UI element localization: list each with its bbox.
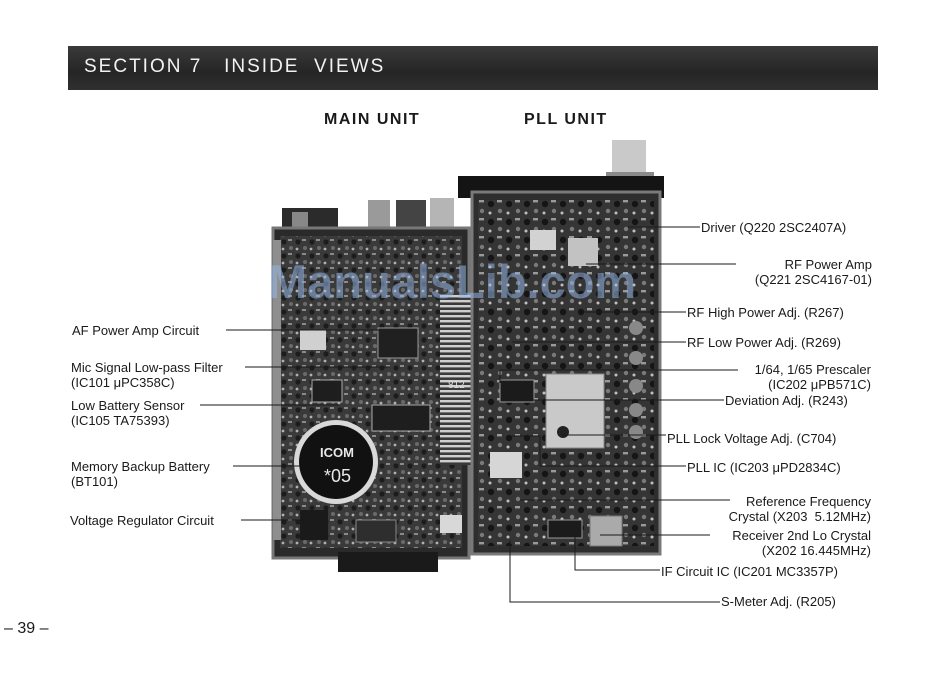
label-voltage-regulator: Voltage Regulator Circuit xyxy=(70,513,214,528)
board-mark-text: 812 xyxy=(448,380,465,391)
label-low-battery-sensor: Low Battery Sensor (IC105 TA75393) xyxy=(71,398,185,428)
section-header-bar xyxy=(68,46,878,90)
label-prescaler: 1/64, 1/65 Prescaler (IC202 μPB571C) xyxy=(754,362,871,392)
label-driver: Driver (Q220 2SC2407A) xyxy=(701,220,847,235)
label-if-circuit-ic: IF Circuit IC (IC201 MC3357P) xyxy=(661,564,838,579)
label-memory-backup-battery: Memory Backup Battery (BT101) xyxy=(71,459,210,489)
section-title: SECTION 7 INSIDE VIEWS xyxy=(84,56,386,77)
label-rf-high-power-adj: RF High Power Adj. (R267) xyxy=(687,305,844,320)
battery-code-text: *05 xyxy=(324,466,351,486)
label-reference-crystal: Reference Frequency Crystal (X203 5.12MH… xyxy=(728,494,871,524)
battery-brand-text: ICOM xyxy=(320,445,354,460)
label-rf-low-power-adj: RF Low Power Adj. (R269) xyxy=(687,335,841,350)
page-number: – 39 – xyxy=(4,620,49,637)
label-s-meter-adj: S-Meter Adj. (R205) xyxy=(721,594,836,609)
label-mic-filter: Mic Signal Low-pass Filter (IC101 μPC358… xyxy=(71,360,223,390)
label-rf-power-amp: RF Power Amp (Q221 2SC4167-01) xyxy=(754,257,872,287)
label-deviation-adj: Deviation Adj. (R243) xyxy=(725,393,848,408)
main-unit-title: MAIN UNIT xyxy=(324,111,421,128)
label-pll-ic: PLL IC (IC203 μPD2834C) xyxy=(687,460,841,475)
pll-unit-title: PLL UNIT xyxy=(524,111,608,128)
watermark-text: ManualsLib.com xyxy=(268,255,637,308)
label-af-power-amp: AF Power Amp Circuit xyxy=(72,323,200,338)
label-receiver-crystal: Receiver 2nd Lo Crystal (X202 16.445MHz) xyxy=(732,528,871,558)
label-pll-lock-voltage-adj: PLL Lock Voltage Adj. (C704) xyxy=(667,431,837,446)
